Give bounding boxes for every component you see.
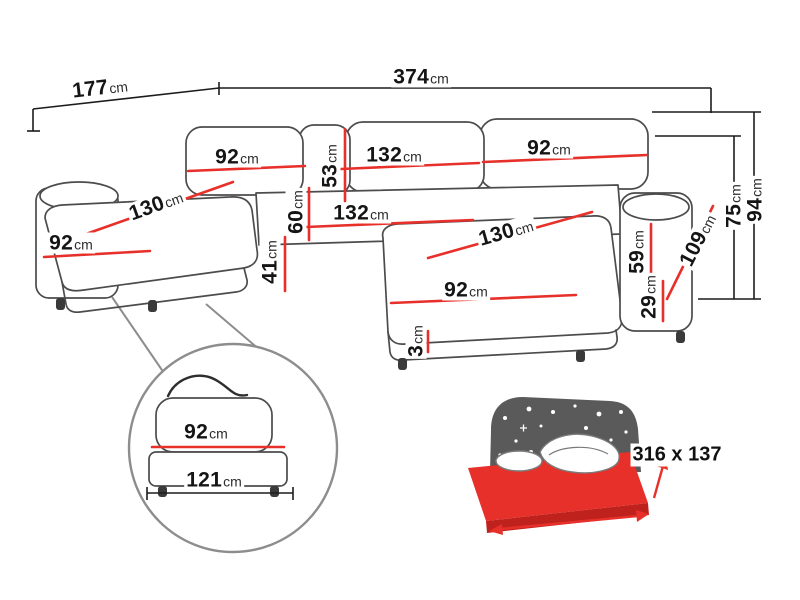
dim-value: 132 [333,201,370,225]
dim-chaise-left-width: 92cm [47,231,95,255]
dim-back-left-width: 92cm [213,145,261,169]
dim-width-total: 374cm [391,65,451,89]
dim-chaise-right-width: 92cm [442,278,490,302]
dim-unit: cm [469,283,488,300]
dim-value: 60 [284,209,308,234]
dim-unit: cm [263,240,280,259]
dim-unit: cm [430,70,449,87]
dim-value: 29 [637,294,661,319]
dim-value: 121 [186,468,223,492]
dim-unit: cm [240,150,259,167]
dim-unit: cm [209,425,228,442]
dim-height-backrest: 75cm [722,182,746,230]
dim-arm-right-height: 59cm [625,228,649,276]
outer-dimension-lines [27,82,761,300]
dim-value: 92 [215,145,240,169]
dim-value: 92 [49,231,74,255]
dim-unit: cm [74,236,93,253]
dim-value: 94 [743,197,767,222]
dim-unit: cm [323,144,340,163]
dim-leg-height: 3cm [404,323,428,359]
dim-value: 92 [444,278,469,302]
dim-value: 53 [318,163,342,188]
dim-value: 132 [366,143,403,167]
dim-unit: cm [370,206,389,223]
dim-unit: cm [630,230,647,249]
dim-value: 3 [404,344,428,357]
dim-back-right-width: 92cm [525,136,573,160]
dim-value: 374 [393,65,430,89]
sofa-legs [56,298,685,370]
dim-value: 92 [527,136,552,160]
unfold-arrows [489,458,668,535]
dim-unit: cm [727,184,744,203]
dim-value: 41 [258,259,282,284]
dim-back-mid-width: 132cm [364,143,424,167]
dim-arm-right-base: 29cm [637,273,661,321]
dim-seat-height: 41cm [258,238,282,286]
dim-value: 75 [722,203,746,228]
dim-seat-mid-width: 132cm [331,201,391,225]
dim-unit: cm [403,148,422,165]
dim-unit: cm [552,141,571,158]
dim-value: 92 [184,420,209,444]
dim-inset-base-width: 121cm [184,468,244,492]
sleeping-area-size-label: 316 x 137 [630,443,724,467]
dim-unit: cm [223,473,242,490]
dim-unit: cm [289,190,306,209]
dim-height-total: 94cm [743,176,767,224]
dim-value: 59 [625,249,649,274]
sleeping-function-icon [468,397,668,535]
dim-unit: cm [108,78,129,97]
dim-back-mid-height: 53cm [318,142,342,190]
dim-unit: cm [409,325,426,344]
dim-seat-depth-mid: 60cm [284,188,308,236]
dim-unit: cm [642,275,659,294]
armrest-detail-inset [127,342,339,554]
dim-unit: cm [748,178,765,197]
dim-value: 177 [71,75,110,103]
dim-inset-cushion-width: 92cm [182,420,230,444]
